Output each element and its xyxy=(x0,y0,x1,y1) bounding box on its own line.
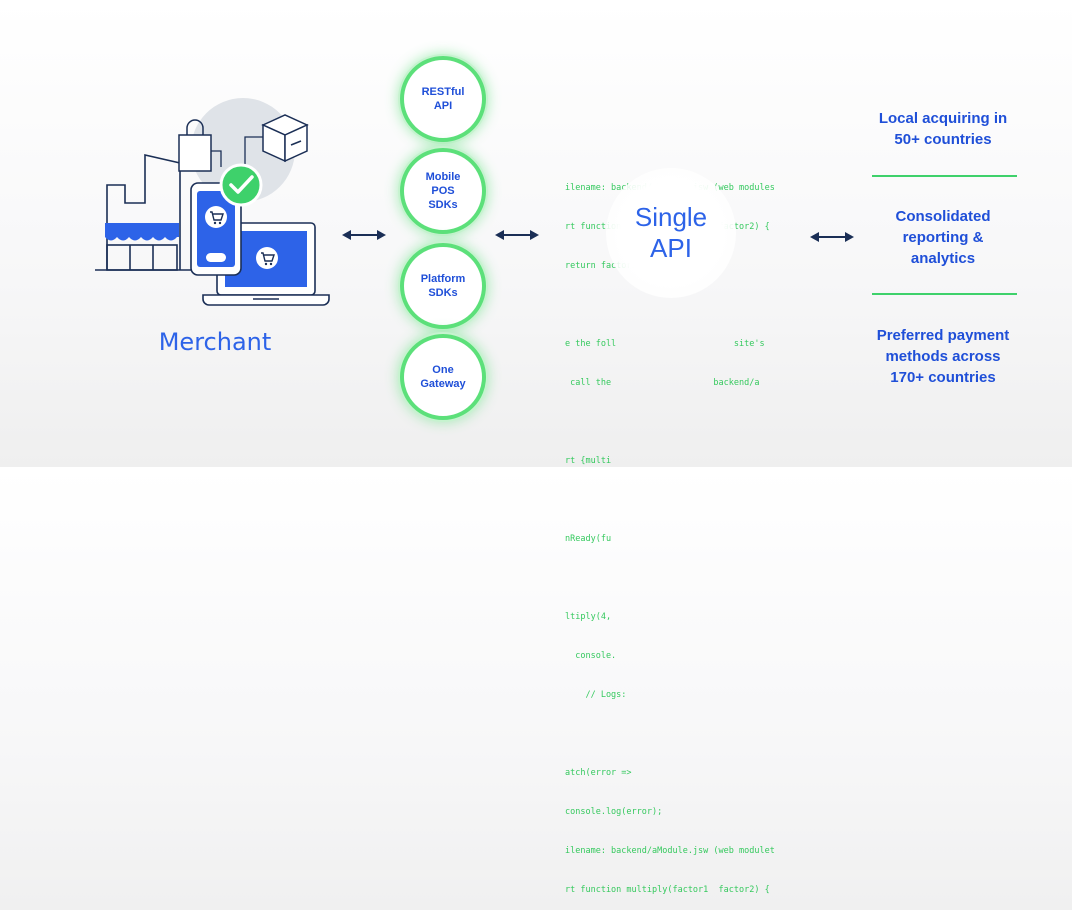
code-line: ltiply(4, xyxy=(565,612,612,622)
platform-sdks-circle: Platform SDKs xyxy=(400,243,486,329)
code-line: rt function multiply(factor1 factor2) { xyxy=(565,885,770,895)
restful-api-label: RESTful API xyxy=(421,86,465,112)
code-line: // Logs: xyxy=(565,690,627,700)
code-line: call the backend/a xyxy=(565,378,760,388)
code-line xyxy=(565,299,775,312)
code-line xyxy=(565,728,775,741)
code-line: console.log(error); xyxy=(565,807,663,817)
awning-icon xyxy=(105,223,179,241)
shopping-bag-icon xyxy=(178,119,212,172)
one-gateway-label: One Gateway xyxy=(420,364,466,390)
phone-icon xyxy=(190,182,242,276)
restful-api-circle: RESTful API xyxy=(400,56,486,142)
feature-consolidated-reporting: Consolidated reporting & analytics xyxy=(895,208,991,267)
divider xyxy=(872,175,1017,177)
checkmark-icon xyxy=(219,163,263,207)
mobile-pos-sdks-label: Mobile POS SDKs xyxy=(425,171,461,211)
code-line xyxy=(565,416,775,429)
code-line: console. xyxy=(565,651,617,661)
code-line: rt {multi xyxy=(565,456,612,466)
code-line xyxy=(565,494,775,507)
single-api-label: Single API xyxy=(634,202,708,263)
double-arrow-icon xyxy=(342,230,386,240)
feature-local-acquiring: Local acquiring in 50+ countries xyxy=(878,110,1008,148)
code-line: ilename: backend/aModule.jsw (web module… xyxy=(565,846,775,856)
code-line xyxy=(565,572,775,585)
mobile-pos-sdks-circle: Mobile POS SDKs xyxy=(400,148,486,234)
merchant-label: Merchant xyxy=(158,328,272,356)
double-arrow-icon xyxy=(810,232,854,242)
double-arrow-icon xyxy=(495,230,539,240)
feature-preferred-payment: Preferred payment methods across 170+ co… xyxy=(876,327,1010,386)
code-line: atch(error => xyxy=(565,768,632,778)
code-line: e the foll site's xyxy=(565,339,765,349)
code-line: nReady(fu xyxy=(565,534,612,544)
one-gateway-circle: One Gateway xyxy=(400,334,486,420)
platform-sdks-label: Platform SDKs xyxy=(420,273,466,299)
single-api-circle: Single API xyxy=(606,168,736,298)
merchant-illustration xyxy=(95,98,330,306)
package-box-icon xyxy=(261,114,309,163)
divider xyxy=(872,293,1017,295)
